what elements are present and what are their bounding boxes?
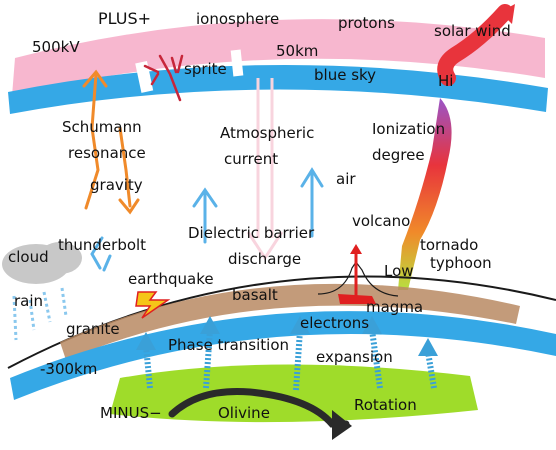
label-air: air: [336, 170, 356, 188]
label-blue-sky: blue sky: [314, 66, 377, 84]
air-updraft-arrows: [90, 167, 324, 272]
sprite-glyph: [143, 54, 184, 102]
rain-lines: [12, 287, 68, 341]
label-basalt: basalt: [232, 286, 278, 304]
label-volcano: volcano: [352, 212, 411, 230]
solar-wind-tip: [500, 4, 515, 24]
label-phase-transition: Phase transition: [168, 336, 290, 354]
ionosphere-band: [12, 19, 545, 96]
cloud-puff: [38, 242, 82, 274]
magma-chamber: [338, 294, 376, 304]
mantle-blue-band: [10, 311, 556, 400]
basalt-crust: [60, 283, 520, 360]
label-expansion: expansion: [316, 348, 393, 366]
label-gravity: gravity: [90, 176, 143, 194]
label-plus: PLUS+: [98, 9, 152, 28]
label-current: current: [224, 150, 279, 168]
rotation-arrow: [168, 388, 350, 428]
label-magma: magma: [366, 298, 424, 316]
rotation-arrow-head: [332, 410, 352, 440]
label-degree: degree: [372, 146, 425, 164]
label-discharge: discharge: [228, 250, 302, 268]
label-300km: -300km: [40, 360, 98, 378]
label-schumann: Schumann: [62, 118, 142, 136]
label-atmospheric: Atmospheric: [220, 124, 315, 142]
label-sprite: sprite: [184, 60, 227, 78]
label-ionization: Ionization: [372, 120, 446, 138]
olivine-layer: [110, 364, 478, 423]
label-ionosphere: ionosphere: [196, 10, 280, 28]
label-earthquake: earthquake: [128, 270, 214, 288]
label-electrons: electrons: [300, 314, 370, 332]
label-olivine: Olivine: [218, 404, 270, 422]
label-solar-wind: solar wind: [434, 22, 511, 40]
label-low: Low: [384, 262, 414, 280]
label-hi: Hi: [438, 72, 454, 90]
ionization-column: [398, 98, 452, 290]
label-dielectric: Dielectric barrier: [188, 224, 315, 242]
label-rain: rain: [14, 292, 44, 310]
label-protons: protons: [338, 14, 395, 32]
phase-transition-heads: [136, 316, 438, 356]
solar-wind-streak: [437, 4, 513, 86]
label-typhoon: typhoon: [430, 254, 492, 272]
label-cloud: cloud: [8, 248, 49, 266]
label-minus: MINUS−: [100, 404, 162, 422]
magma-vent-icon: [350, 244, 362, 254]
label-50km: 50km: [276, 42, 319, 60]
label-thunderbolt: thunderbolt: [58, 236, 147, 254]
label-tornado: tornado: [420, 236, 479, 254]
sky-gap-mid: [230, 49, 244, 77]
phase-transition-arrows: [143, 329, 437, 391]
label-rotation: Rotation: [354, 396, 417, 414]
sky-gap-left: [135, 61, 154, 93]
label-resonance: resonance: [68, 144, 146, 162]
label-500kv: 500kV: [32, 38, 80, 56]
schumann-arrows: [82, 69, 140, 215]
atmospheric-current-arrow: [246, 78, 284, 261]
label-granite: granite: [66, 320, 120, 338]
earthquake-bolt-icon: [135, 291, 171, 319]
